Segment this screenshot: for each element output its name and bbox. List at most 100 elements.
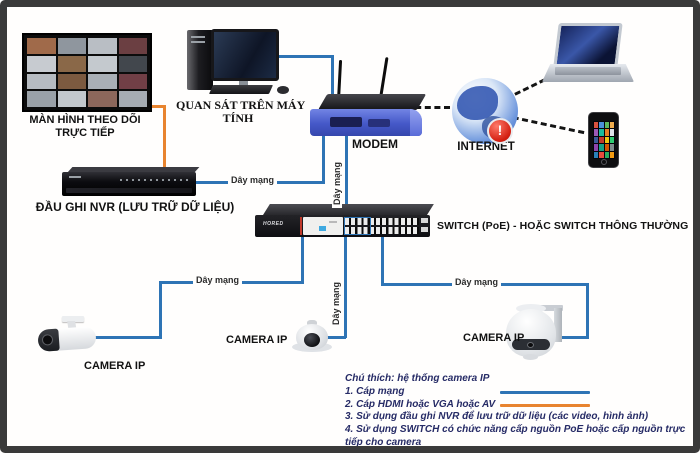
- cable-nvr-modem-v: [322, 131, 325, 184]
- video-tile: [604, 129, 609, 136]
- ptz-camera-arm-top: [540, 305, 563, 311]
- video-tile: [118, 73, 147, 90]
- switch-poe-ports-outline: [344, 217, 371, 235]
- cable-switch-camleft-v1: [301, 237, 304, 283]
- cable-switch-camright-v2: [586, 283, 589, 339]
- cable-label-camleft: Dây mạng: [193, 275, 243, 285]
- legend: Chú thích: hệ thống camera IP 1. Cáp mạn…: [345, 373, 693, 450]
- video-tile: [88, 73, 117, 90]
- video-tile: [118, 38, 147, 54]
- dome-camera-top: [307, 320, 317, 326]
- video-tile: [609, 136, 614, 144]
- video-tile: [609, 144, 614, 151]
- cable-monitor-nvr-v: [163, 105, 166, 172]
- modem-top: [318, 94, 427, 110]
- cable-modem-switch-v: [345, 133, 348, 204]
- cctv-monitor: [22, 33, 152, 112]
- cable-monitor-nvr-h: [149, 105, 166, 108]
- video-tile: [594, 151, 599, 158]
- video-tile: [609, 122, 614, 129]
- monitor-label-line1: MÀN HÌNH THEO DÕI: [29, 114, 141, 126]
- legend-swatch-hdmi-cable: [500, 403, 590, 407]
- switch-top: [263, 204, 434, 215]
- laptop-deck: [542, 64, 634, 82]
- video-tile: [57, 55, 86, 72]
- dome-camera-lens-icon: [304, 333, 320, 347]
- pc-tower: [187, 30, 213, 90]
- ptz-camera-cap: [516, 304, 546, 313]
- video-tile: [118, 91, 147, 107]
- cable-switch-cammid-h: [325, 336, 346, 339]
- smartphone: [588, 112, 619, 168]
- legend-item-2: 2. Cáp HDMI hoặc VGA hoặc AV: [345, 399, 693, 412]
- cable-label-modem-switch: Dây mạng: [332, 146, 342, 208]
- computer-label-line2: TÍNH: [222, 111, 254, 125]
- video-tile: [57, 73, 86, 90]
- nvr: [62, 172, 196, 196]
- video-tile: [609, 129, 614, 136]
- computer-label-line1: QUAN SÁT TRÊN MÁY: [176, 98, 306, 112]
- monitor-label: MÀN HÌNH THEO DÕI TRỰC TIẾP: [14, 114, 156, 140]
- video-tile: [57, 38, 86, 54]
- video-tile: [604, 144, 609, 151]
- video-tile: [57, 91, 86, 107]
- legend-item-2-text: 2. Cáp HDMI hoặc VGA hoặc AV: [345, 398, 496, 410]
- nvr-label: ĐẦU GHI NVR (LƯU TRỮ DỮ LIỆU): [35, 200, 235, 214]
- switch-sfp-port-2: [421, 227, 428, 232]
- cable-label-camright: Dây mạng: [452, 277, 502, 287]
- video-tile: [27, 55, 56, 72]
- switch-sfp-port-1: [421, 218, 428, 223]
- legend-item-1-text: 1. Cáp mạng: [345, 385, 405, 397]
- video-tile: [594, 129, 599, 136]
- video-tile: [599, 122, 604, 129]
- computer-label: QUAN SÁT TRÊN MÁY TÍNH: [176, 98, 306, 125]
- video-tile: [27, 91, 56, 107]
- alert-badge-icon: !: [487, 118, 513, 144]
- video-tile: [604, 136, 609, 144]
- dome-camera: [296, 324, 328, 350]
- pc-keyboard: [208, 85, 274, 94]
- video-tile: [599, 144, 604, 151]
- legend-item-3: 3. Sử dụng đầu ghi NVR để lưu trữ dữ liệ…: [345, 411, 649, 423]
- laptop-screen: [553, 23, 623, 67]
- switch-brand: HORED: [263, 221, 284, 227]
- ptz-camera-arm: [554, 308, 562, 342]
- video-tile: [594, 144, 599, 151]
- video-tile: [599, 129, 604, 136]
- video-tile: [599, 136, 604, 144]
- video-tile: [27, 38, 56, 54]
- bullet-camera-mount: [62, 316, 84, 322]
- dash-modem-internet: [396, 106, 450, 109]
- legend-title: Chú thích: hệ thống camera IP: [345, 373, 490, 384]
- video-tile: [604, 122, 609, 129]
- cable-label-nvr-modem: Dây mạng: [228, 175, 278, 185]
- video-tile: [604, 151, 609, 158]
- video-tile: [118, 55, 147, 72]
- internet-label: INTERNET: [457, 141, 515, 153]
- legend-swatch-network-cable: [500, 390, 590, 394]
- cable-label-cammid: Dây mạng: [331, 264, 341, 328]
- legend-item-4: 4. Sử dụng SWITCH có chức năng cấp nguồn…: [345, 424, 686, 448]
- cable-computer-modem-v: [331, 55, 334, 98]
- video-tile: [88, 38, 117, 54]
- bullet-camera: [37, 326, 97, 352]
- camera-right-label: CAMERA IP: [463, 332, 525, 344]
- video-tile: [599, 151, 604, 158]
- cable-switch-camright-v1: [381, 237, 384, 285]
- video-tile: [609, 151, 614, 158]
- dash-internet-phone: [512, 116, 585, 135]
- modem-label: MODEM: [352, 137, 398, 151]
- smartphone-home-button: [600, 159, 607, 165]
- ptz-camera-lens-icon: [527, 342, 534, 348]
- video-tile: [27, 73, 56, 90]
- legend-item-1: 1. Cáp mạng: [345, 386, 693, 399]
- cable-computer-modem-h: [279, 55, 334, 58]
- camera-middle-label: CAMERA IP: [226, 334, 288, 346]
- cable-switch-camright-h2: [559, 336, 589, 339]
- cable-switch-camleft-v2: [159, 281, 162, 338]
- monitor-label-line2: TRỰC TIẾP: [55, 127, 115, 139]
- modem: [310, 109, 422, 136]
- ptz-camera-tip: [523, 354, 538, 360]
- poe-switch: HORED: [255, 215, 430, 237]
